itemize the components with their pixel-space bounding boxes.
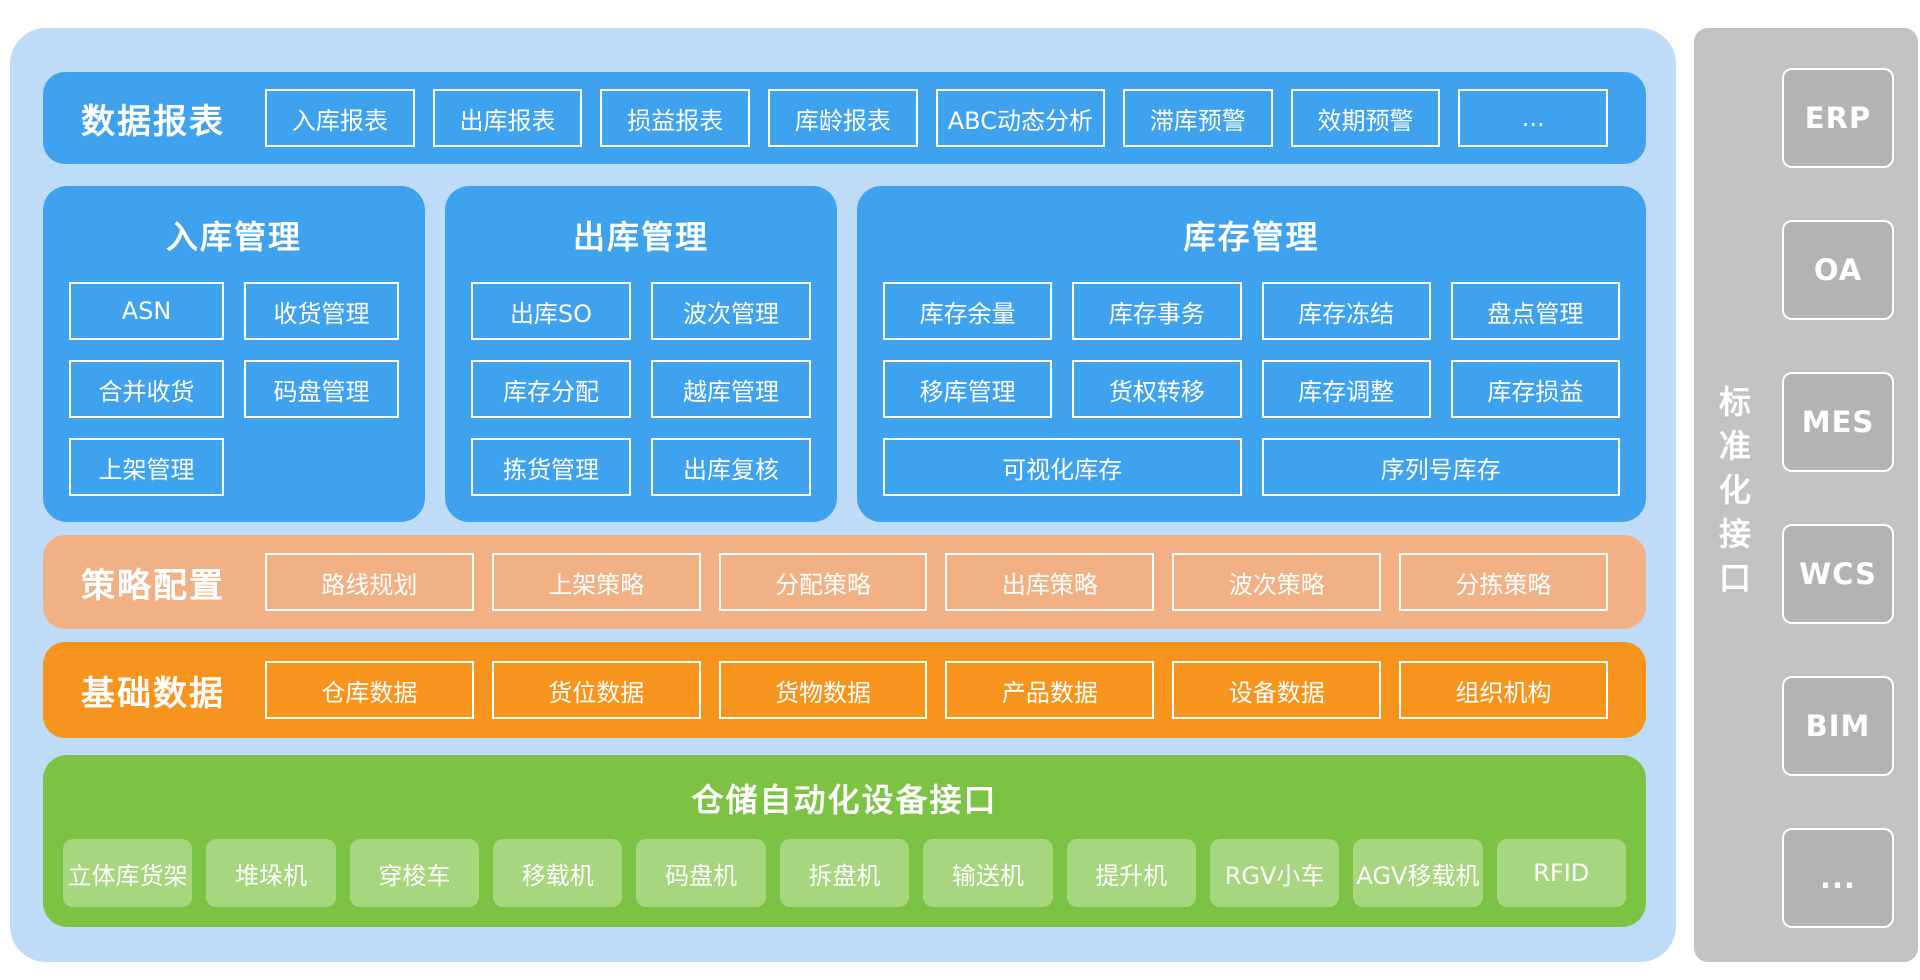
interface-item: BIM	[1782, 676, 1894, 776]
inventory-module: 库存管理 库存余量库存事务库存冻结盘点管理移库管理货权转移库存调整库存损益可视化…	[857, 186, 1646, 522]
automation-item: 提升机	[1066, 839, 1196, 907]
inbound-item: 上架管理	[69, 438, 224, 496]
strategy-item: 上架策略	[491, 553, 701, 611]
strategy-config-bar: 策略配置 路线规划上架策略分配策略出库策略波次策略分拣策略	[43, 535, 1646, 629]
standard-interface-items: ERP OA MES WCS BIM...	[1772, 28, 1918, 962]
inbound-item: 合并收货	[69, 360, 224, 418]
interface-item: OA	[1782, 220, 1894, 320]
base-data-item: 产品数据	[945, 661, 1155, 719]
report-item: 入库报表	[265, 89, 415, 147]
report-item: 效期预警	[1290, 89, 1441, 147]
outbound-module-items: 出库SO 波次管理库存分配越库管理拣货管理出库复核	[471, 282, 811, 496]
base-data-item: 仓库数据	[265, 661, 474, 719]
inbound-item: ASN	[69, 282, 224, 340]
base-data-item: 货位数据	[491, 661, 701, 719]
strategy-config-items: 路线规划上架策略分配策略出库策略波次策略分拣策略	[265, 553, 1608, 611]
data-report-label: 数据报表	[81, 101, 225, 142]
standard-interface-title: 标准化接口	[1714, 385, 1752, 605]
report-item: 滞库预警	[1122, 89, 1273, 147]
automation-item: 拆盘机	[779, 839, 910, 907]
strategy-item: 出库策略	[945, 553, 1155, 611]
outbound-item: 出库SO	[471, 282, 631, 340]
interface-item: WCS	[1782, 524, 1894, 624]
outbound-item: 波次管理	[651, 282, 811, 340]
data-report-items: 入库报表出库报表损益报表库龄报表 ABC动态分析滞库预警效期预警...	[265, 89, 1609, 147]
inbound-module-title: 入库管理	[165, 218, 302, 256]
report-item: 出库报表	[432, 89, 583, 147]
outbound-item: 库存分配	[471, 360, 631, 418]
inventory-item: 盘点管理	[1450, 282, 1620, 340]
base-data-item: 设备数据	[1172, 661, 1382, 719]
interface-item: ...	[1782, 828, 1894, 928]
inventory-item: 序列号库存	[1261, 438, 1620, 496]
strategy-item: 分配策略	[718, 553, 928, 611]
automation-item: AGV移载机	[1353, 839, 1483, 907]
report-item: 库龄报表	[768, 89, 918, 147]
inventory-item: 库存损益	[1450, 360, 1620, 418]
inventory-item: 库存冻结	[1261, 282, 1431, 340]
inventory-item: 库存余量	[883, 282, 1053, 340]
automation-item: 立体库货架	[63, 839, 193, 907]
automation-item: RFID	[1496, 839, 1626, 907]
outbound-module: 出库管理 出库SO 波次管理库存分配越库管理拣货管理出库复核	[445, 186, 837, 522]
base-data-item: 货物数据	[718, 661, 928, 719]
data-report-bar: 数据报表 入库报表出库报表损益报表库龄报表 ABC动态分析滞库预警效期预警...	[43, 72, 1646, 164]
base-data-bar: 基础数据 仓库数据货位数据货物数据产品数据设备数据组织机构	[43, 642, 1646, 738]
base-data-item: 组织机构	[1399, 661, 1608, 719]
strategy-item: 路线规划	[265, 553, 474, 611]
standard-interface-title-wrap: 标准化接口	[1694, 28, 1772, 962]
base-data-label: 基础数据	[81, 673, 225, 714]
base-data-items: 仓库数据货位数据货物数据产品数据设备数据组织机构	[265, 661, 1608, 719]
inbound-item: 码盘管理	[244, 360, 399, 418]
outbound-item: 越库管理	[651, 360, 811, 418]
automation-item: 输送机	[923, 839, 1053, 907]
automation-interface-title: 仓储自动化设备接口	[691, 781, 998, 819]
outbound-item: 拣货管理	[471, 438, 631, 496]
inbound-module-items: ASN 收货管理合并收货码盘管理上架管理	[69, 282, 399, 496]
automation-item: 穿梭车	[349, 839, 480, 907]
strategy-item: 分拣策略	[1399, 553, 1608, 611]
inbound-item: 收货管理	[244, 282, 399, 340]
inventory-module-title: 库存管理	[1183, 218, 1320, 256]
strategy-item: 波次策略	[1172, 553, 1382, 611]
inventory-item: 库存事务	[1072, 282, 1242, 340]
automation-item: RGV小车	[1209, 839, 1340, 907]
outbound-item: 出库复核	[651, 438, 811, 496]
inventory-item: 移库管理	[883, 360, 1053, 418]
inventory-module-items: 库存余量库存事务库存冻结盘点管理移库管理货权转移库存调整库存损益可视化库存序列号…	[883, 282, 1620, 496]
report-item: ABC动态分析	[935, 89, 1105, 147]
interface-item: MES	[1782, 372, 1894, 472]
automation-item: 移载机	[493, 839, 623, 907]
inventory-item: 货权转移	[1072, 360, 1242, 418]
report-item: 损益报表	[600, 89, 751, 147]
inbound-module: 入库管理 ASN 收货管理合并收货码盘管理上架管理	[43, 186, 425, 522]
interface-item: ERP	[1782, 68, 1894, 168]
inventory-item: 库存调整	[1261, 360, 1431, 418]
outbound-module-title: 出库管理	[572, 218, 709, 256]
strategy-config-label: 策略配置	[81, 565, 225, 606]
automation-item: 堆垛机	[206, 839, 336, 907]
inventory-item: 可视化库存	[883, 438, 1242, 496]
report-item: ...	[1458, 89, 1609, 147]
standard-interface-panel: 标准化接口 ERP OA MES WCS BIM...	[1694, 28, 1918, 962]
automation-item: 码盘机	[636, 839, 766, 907]
